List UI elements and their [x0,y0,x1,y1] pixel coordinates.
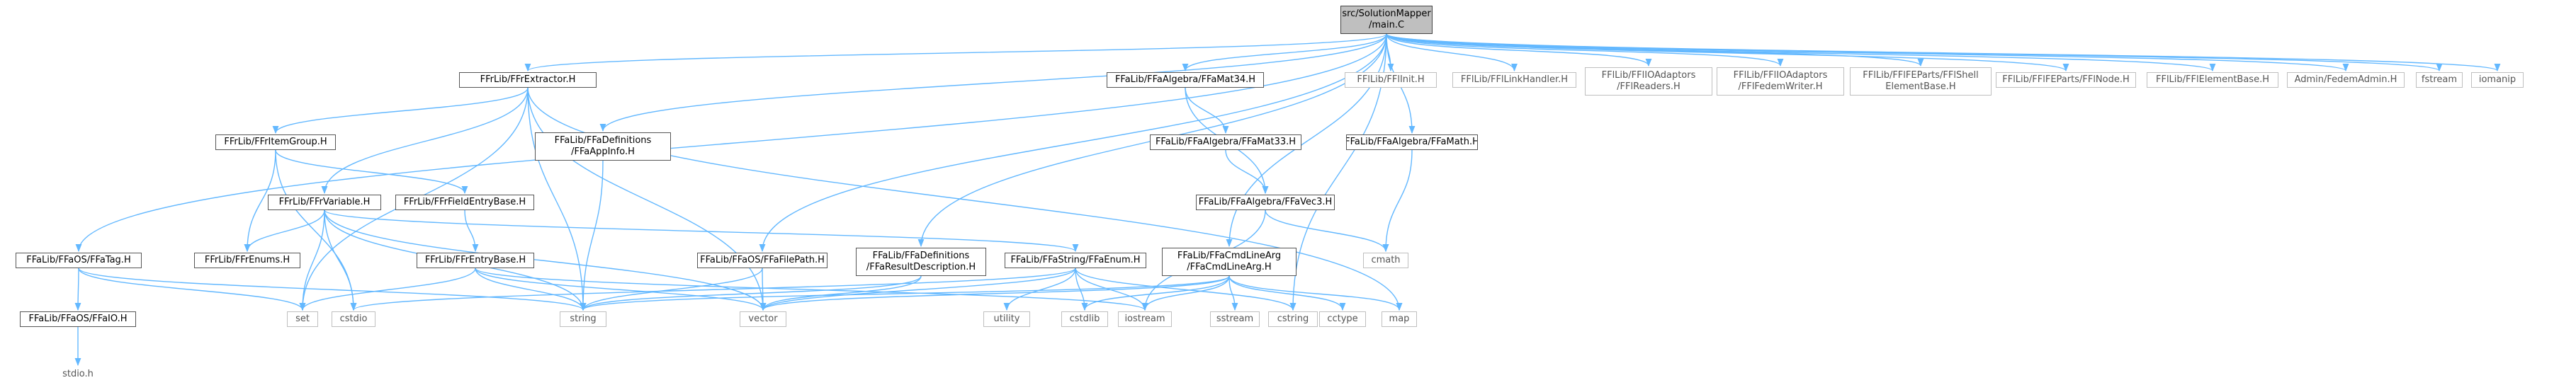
edge-favec3-to-cmath [1265,209,1389,253]
node-fflshellelementbase-h: FFlLib/FFlFEParts/FFlShell ElementBase.H [1850,67,1992,96]
edge-main-to-flfedemwriter [1386,33,1784,67]
edge-facmdlinearg-to-cctype [1228,275,1346,311]
node-vector: vector [740,311,786,327]
edge-facmdlinearg-to-sstream [1228,275,1238,311]
edge-famath-to-cmath [1382,149,1413,253]
node-ffafilepath-h[interactable]: FFaLib/FFaOS/FFaFilePath.H [697,253,827,268]
node-main-c[interactable]: src/SolutionMapper /main.C [1340,6,1433,34]
node-ffamat34-h[interactable]: FFaLib/FFaAlgebra/FFaMat34.H [1107,72,1264,88]
edge-fatag-to-faio [74,268,81,311]
node-ffamat33-h[interactable]: FFaLib/FFaAlgebra/FFaMat33.H [1150,134,1301,150]
edge-facmdlinearg-to-map [1228,275,1403,311]
edge-fastringenum-to-cstdio [350,268,1076,311]
edge-fastringenum-to-vector [759,268,1076,311]
node-set: set [287,311,318,327]
edge-fatag-to-set [78,268,306,311]
node-string: string [560,311,606,327]
edge-frextractor-to-map [527,87,1403,311]
edge-main-to-fatag [75,33,1387,253]
node-fflreaders-h: FFlLib/FFlIOAdaptors /FFlReaders.H [1585,67,1712,96]
edge-main-to-flnode [1386,33,2069,72]
node-iomanip: iomanip [2471,72,2524,88]
edge-fatag-to-string [78,268,587,311]
node-fflinit-h: FFlLib/FFlInit.H [1345,72,1437,88]
node-fedemadmin-h: Admin/FedemAdmin.H [2287,72,2405,88]
edge-frentrybase-to-set [299,268,476,311]
edge-fritemgroup-to-frfieldentrybase [275,149,468,195]
node-fflnode-h: FFlLib/FFlFEParts/FFlNode.H [1996,72,2136,88]
node-ffrvariable-h[interactable]: FFrLib/FFrVariable.H [268,195,381,210]
node-ffatag-h[interactable]: FFaLib/FFaOS/FFaTag.H [16,253,142,268]
node-cstdio: cstdio [332,311,375,327]
node-sstream: sstream [1210,311,1260,327]
node-ffaresultdescription-h[interactable]: FFaLib/FFaDefinitions /FFaResultDescript… [856,248,986,276]
node-map: map [1382,311,1417,327]
node-iostream: iostream [1118,311,1172,327]
edge-main-to-iomanip [1386,33,2500,72]
edge-frvariable-to-frenums [244,209,325,253]
node-ffrenums-h[interactable]: FFrLib/FFrEnums.H [194,253,300,268]
node-fstream: fstream [2416,72,2463,88]
edge-fafilepath-to-string [580,268,763,311]
edge-main-to-faappinfo [599,33,1387,132]
node-stdio-h: stdio.h [62,369,94,379]
edge-frvariable-to-vector [324,209,767,311]
edge-frextractor-to-string [527,87,587,311]
edge-frfieldentrybase-to-frentrybase [464,209,479,253]
edge-frvariable-to-fastringenum [324,209,1079,253]
node-fflelementbase-h: FFlLib/FFlElementBase.H [2147,72,2278,88]
edge-fastringenum-to-cstring [1075,268,1297,311]
edge-famat33-to-favec3 [1225,149,1269,195]
node-ffllinkhandler-h: FFlLib/FFlLinkHandler.H [1452,72,1576,88]
node-ffritemgroup-h[interactable]: FFrLib/FFrItemGroup.H [215,134,336,150]
node-ffaappinfo-h[interactable]: FFaLib/FFaDefinitions /FFaAppInfo.H [535,132,671,161]
edge-frentrybase-to-string [475,268,587,311]
node-cstdlib: cstdlib [1061,311,1108,327]
node-cmath: cmath [1363,253,1408,268]
edge-main-to-fllinkhandler [1386,33,1518,72]
node-cstring: cstring [1268,311,1318,327]
node-ffavec3-h[interactable]: FFaLib/FFaAlgebra/FFaVec3.H [1196,195,1335,210]
edge-frextractor-to-fritemgroup [272,87,529,134]
edge-frextractor-to-vector [527,87,767,311]
node-fflfedemwriter-h: FFlLib/FFlIOAdaptors /FFlFedemWriter.H [1717,67,1844,96]
edge-faresultdesc-to-vector [759,275,922,311]
edge-facmdlinearg-to-cstdlib [1081,275,1230,311]
edge-frextractor-to-frvariable [321,87,529,195]
edge-famat34-to-famat33 [1185,87,1229,134]
edge-main-to-famat34 [1182,33,1387,72]
node-ffrentrybase-h[interactable]: FFrLib/FFrEntryBase.H [417,253,534,268]
edge-main-to-frextractor [524,33,1387,72]
node-cctype: cctype [1319,311,1366,327]
node-ffaenum-h[interactable]: FFaLib/FFaString/FFaEnum.H [1005,253,1146,268]
edge-frentrybase-to-iostream [475,268,1148,311]
edge-facmdlinearg-to-vector [759,275,1230,311]
node-ffacmdlinearg-h[interactable]: FFaLib/FFaCmdLineArg /FFaCmdLineArg.H [1162,248,1297,276]
node-utility: utility [983,311,1030,327]
edge-frentrybase-to-vector [475,268,767,311]
edge-faappinfo-to-string [580,160,604,311]
node-ffamath-h[interactable]: FFaLib/FFaAlgebra/FFaMath.H [1346,134,1478,150]
edge-frvariable-to-set [299,209,325,311]
edge-main-to-flreaders [1386,33,1652,67]
edge-fritemgroup-to-cstdio [275,149,357,311]
edge-fritemgroup-to-frenums [244,149,276,253]
node-ffrfieldentrybase-h[interactable]: FFrLib/FFrFieldEntryBase.H [395,195,534,210]
edge-facmdlinearg-to-iostream [1141,275,1230,311]
edge-fastringenum-to-utility [1003,268,1076,311]
edge-facmdlinearg-to-string [580,275,1230,311]
edge-main-to-flelementbase [1386,33,2216,72]
node-ffaio-h[interactable]: FFaLib/FFaOS/FFaIO.H [20,311,136,327]
node-ffrextractor-h[interactable]: FFrLib/FFrExtractor.H [459,72,597,88]
edge-main-to-flshellelement [1386,33,1924,67]
